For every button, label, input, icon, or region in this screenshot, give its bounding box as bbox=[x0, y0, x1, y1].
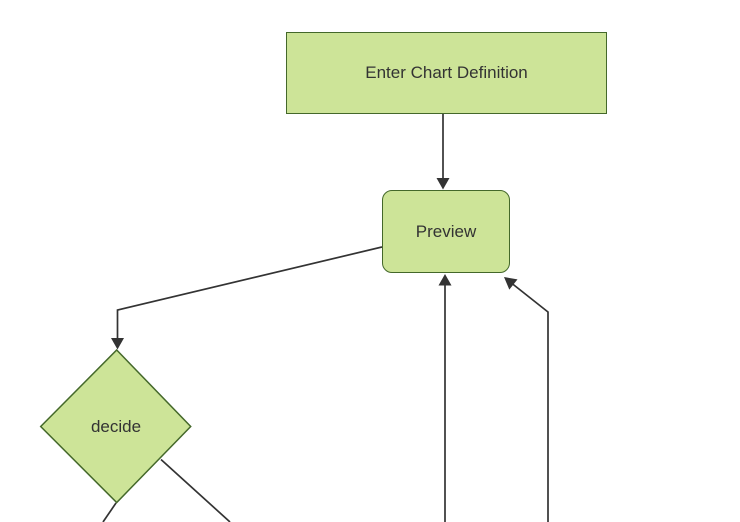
node-decide-shape bbox=[39, 348, 192, 504]
node-preview-label: Preview bbox=[415, 221, 477, 241]
node-preview: Preview bbox=[382, 190, 510, 273]
node-enter-chart-definition: Enter Chart Definition bbox=[286, 32, 607, 114]
edge-decide-to-offscreen-left bbox=[102, 502, 117, 522]
edge-decide-to-offscreen-right bbox=[160, 458, 231, 522]
arrowhead-up-left-icon bbox=[504, 277, 518, 290]
edge-enter-to-preview bbox=[436, 114, 450, 190]
node-enter-chart-definition-label: Enter Chart Definition bbox=[365, 63, 528, 82]
arrowhead-down-icon bbox=[111, 338, 124, 350]
arrowhead-down-icon bbox=[436, 178, 450, 190]
edge-preview-to-decide bbox=[111, 246, 383, 350]
edge-bottom-to-preview bbox=[438, 274, 452, 522]
edge-bottom-right-to-preview bbox=[504, 277, 549, 522]
arrowhead-up-icon bbox=[438, 274, 452, 286]
